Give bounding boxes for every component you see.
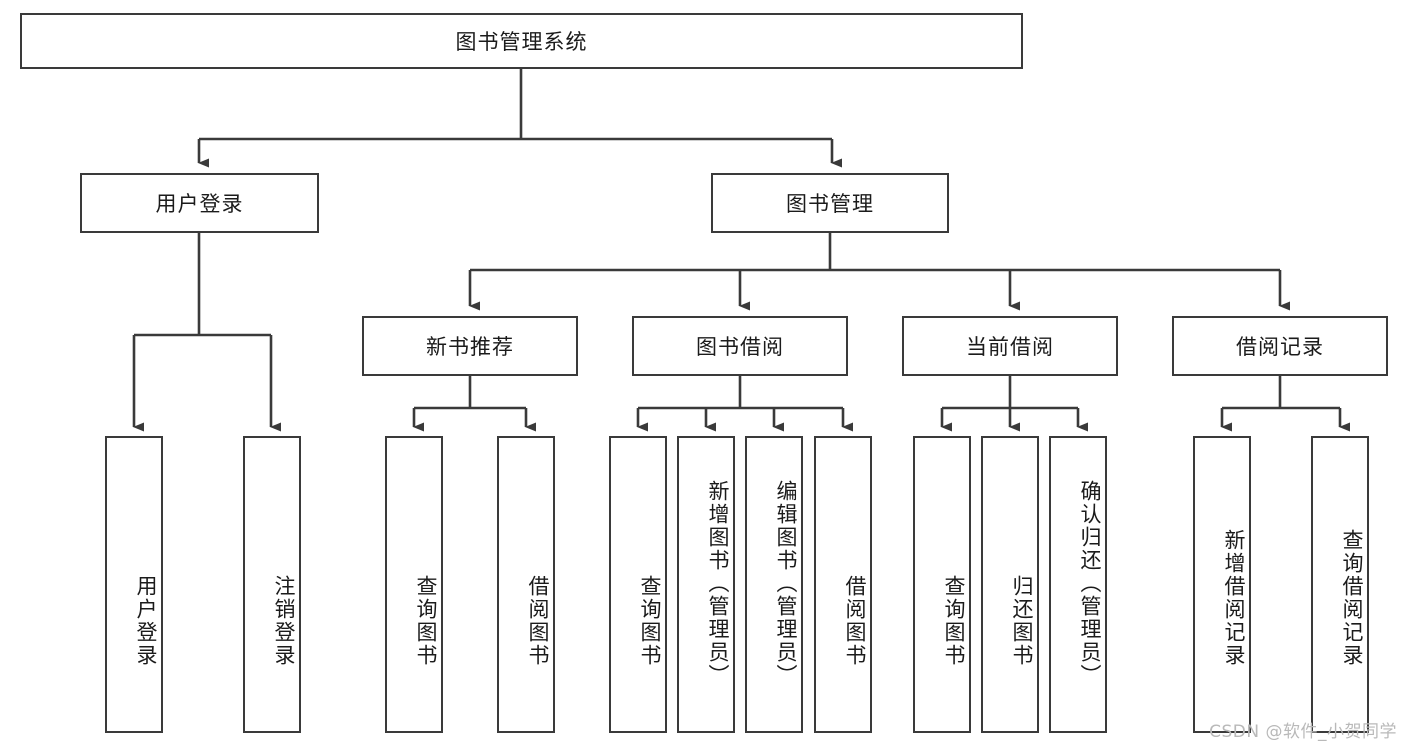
leaf-query-book-current[interactable]: 查询图书 (913, 436, 971, 733)
node-label: 新增借阅记录 (1222, 528, 1246, 667)
node-label: 新增图书（管理员） (706, 480, 730, 687)
node-label: 借阅记录 (1236, 335, 1324, 359)
node-label: 查询图书 (638, 574, 662, 667)
node-label: 图书管理系统 (455, 30, 588, 54)
node-label: 用户登录 (155, 192, 244, 216)
leaf-add-book-admin[interactable]: 新增图书（管理员） (677, 436, 735, 733)
leaf-query-book-borrow[interactable]: 查询图书 (609, 436, 667, 733)
node-label: 新书推荐 (426, 335, 514, 359)
leaf-query-borrow-record[interactable]: 查询借阅记录 (1311, 436, 1369, 733)
node-label: 归还图书 (1010, 574, 1034, 667)
node-label: 确认归还（管理员） (1078, 480, 1102, 687)
leaf-return-book[interactable]: 归还图书 (981, 436, 1039, 733)
node-current-borrow[interactable]: 当前借阅 (902, 316, 1118, 376)
node-label: 图书管理 (786, 192, 874, 216)
node-label: 用户登录 (134, 574, 158, 667)
node-label: 借阅图书 (526, 574, 550, 667)
leaf-user-login[interactable]: 用户登录 (105, 436, 163, 733)
node-label: 查询借阅记录 (1340, 528, 1364, 667)
node-book-borrow[interactable]: 图书借阅 (632, 316, 848, 376)
node-user-login[interactable]: 用户登录 (80, 173, 319, 233)
leaf-user-logout[interactable]: 注销登录 (243, 436, 301, 733)
node-label: 当前借阅 (966, 335, 1054, 359)
node-label: 注销登录 (272, 574, 296, 667)
node-borrow-record[interactable]: 借阅记录 (1172, 316, 1388, 376)
leaf-add-borrow-record[interactable]: 新增借阅记录 (1193, 436, 1251, 733)
node-label: 编辑图书（管理员） (774, 480, 798, 687)
leaf-borrow-book-recommend[interactable]: 借阅图书 (497, 436, 555, 733)
leaf-borrow-book-borrow[interactable]: 借阅图书 (814, 436, 872, 733)
csdn-watermark: CSDN @软件_小贺同学 (1209, 722, 1397, 742)
node-label: 查询图书 (942, 574, 966, 667)
node-label: 借阅图书 (843, 574, 867, 667)
leaf-edit-book-admin[interactable]: 编辑图书（管理员） (745, 436, 803, 733)
node-label: 图书借阅 (696, 335, 784, 359)
leaf-query-book-recommend[interactable]: 查询图书 (385, 436, 443, 733)
node-book-manage[interactable]: 图书管理 (711, 173, 949, 233)
node-label: 查询图书 (414, 574, 438, 667)
leaf-confirm-return-admin[interactable]: 确认归还（管理员） (1049, 436, 1107, 733)
node-root-book-management-system[interactable]: 图书管理系统 (20, 13, 1023, 69)
node-new-book-recommend[interactable]: 新书推荐 (362, 316, 578, 376)
